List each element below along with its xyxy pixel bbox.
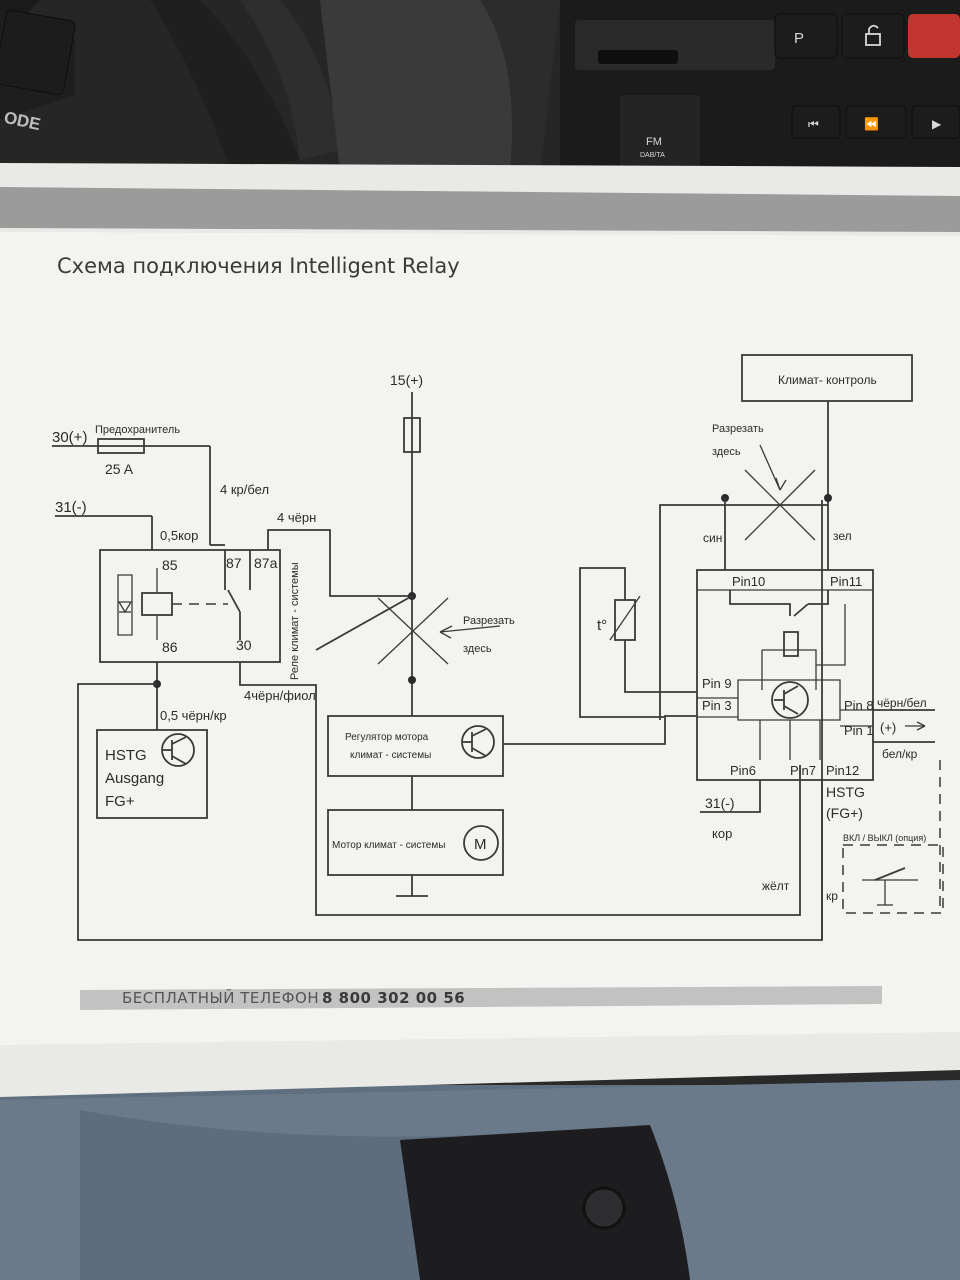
label-05-chern-kr: 0,5 чёрн/кр [160, 708, 227, 723]
play-icon: ▶ [932, 117, 942, 131]
label-chern-bel: чёрн/бел [877, 696, 927, 710]
label-pin-86: 86 [162, 639, 178, 655]
label-sin: син [703, 531, 722, 545]
label-cut-center-2: здесь [463, 643, 492, 655]
wire-sensor-b [624, 640, 697, 693]
label-hstg-right-1: HSTG [826, 784, 865, 800]
label-plus-out: (+) [880, 720, 896, 735]
label-pin1: Pin 1 [844, 723, 874, 738]
fuse-15 [403, 417, 421, 453]
label-pin9: Pin 9 [702, 676, 732, 691]
lap-background [0, 1080, 960, 1280]
climate-relay-box [99, 549, 281, 663]
label-zel: зел [833, 529, 852, 543]
climate-control-box [741, 354, 913, 402]
motor-regulator-box [327, 715, 504, 777]
label-kr: кр [826, 889, 838, 903]
fuse-symbol [97, 438, 145, 454]
label-fuse: Предохранитель [95, 424, 180, 436]
wire-sensor-a [579, 567, 665, 718]
label-15: 15(+) [390, 372, 423, 388]
module-transistor-icon [771, 681, 809, 719]
label-motor-symbol: M [474, 836, 487, 853]
hstg-left-box [96, 729, 208, 819]
label-relay: Реле климат - системы [289, 562, 301, 680]
prev-track-icon: ⏮ [808, 117, 819, 131]
label-hstg-left-2: Ausgang [105, 770, 164, 787]
park-assist-button[interactable] [774, 13, 838, 59]
intelligent-relay-module [696, 569, 874, 781]
label-regulator-2: климат - системы [350, 750, 431, 761]
label-pin-30: 30 [236, 637, 252, 653]
pocket-button [582, 1186, 626, 1230]
label-pin-87a: 87a [254, 555, 278, 571]
wire-4-chern-fiol [239, 662, 801, 916]
climate-motor-box [327, 809, 504, 876]
switch-contact [874, 867, 906, 881]
prev-track-button[interactable] [791, 105, 841, 139]
label-motor: Мотор климат - системы [332, 840, 445, 851]
diagram-labels: 30(+) Предохранитель 25 A 31(-) 4 кр/бел… [52, 372, 927, 903]
module-relay-contact [793, 603, 809, 617]
transistor-regulator-icon [461, 725, 495, 759]
footer-phone: 8 800 302 00 56 [322, 989, 465, 1007]
hazard-button[interactable] [908, 14, 960, 58]
wire-sin-bypass [659, 504, 828, 720]
footer-label: БЕСПЛАТНЫЙ ТЕЛЕФОН [122, 988, 319, 1007]
label-pin-85: 85 [162, 557, 178, 573]
label-kor: кор [712, 826, 732, 841]
label-cut-right-2: здесь [712, 446, 741, 458]
rewind-icon: ⏪ [864, 117, 879, 131]
lock-icon [865, 24, 881, 46]
label-4-chern-fiol: 4чёрн/фиол [244, 688, 316, 703]
relay-contact [227, 589, 241, 613]
label-hstg-left-1: HSTG [105, 747, 147, 764]
fm-sublabel: DAB/TA [640, 152, 665, 159]
label-climate-control: Климат- контроль [778, 373, 877, 387]
motor-icon [463, 825, 499, 861]
label-hstg-left-3: FG+ [105, 793, 135, 810]
label-bel-kr: бел/кр [882, 747, 918, 761]
label-fuse-rating: 25 A [105, 461, 134, 477]
label-31: 31(-) [55, 499, 87, 516]
wire-31-right [700, 780, 761, 813]
fm-label: FM [646, 136, 662, 148]
wiring-diagram [52, 354, 944, 941]
paper-sheet [0, 163, 960, 1097]
label-pin10: Pin10 [732, 574, 765, 589]
rewind-button[interactable] [845, 105, 907, 139]
label-pin6: Pin6 [730, 763, 756, 778]
label-cut-right-1: Разрезать [712, 423, 764, 435]
label-temp-sensor: t° [597, 617, 607, 634]
play-button[interactable] [911, 105, 960, 139]
module-relay-coil [783, 631, 799, 657]
label-05-kor: 0,5кор [160, 528, 198, 543]
label-pin-87: 87 [226, 555, 242, 571]
label-pin3: Pin 3 [702, 698, 732, 713]
label-pin8: Pin 8 [844, 698, 874, 713]
document-title: Схема подключения Intelligent Relay [57, 254, 460, 278]
transistor-left-icon [161, 733, 195, 767]
label-30: 30(+) [52, 429, 87, 446]
label-pin12: Pin12 [826, 763, 859, 778]
label-cut-center-1: Разрезать [463, 615, 515, 627]
label-pin7: Pin7 [790, 763, 816, 778]
label-regulator-1: Регулятор мотора [345, 732, 429, 743]
label-hstg-right-2: (FG+) [826, 805, 863, 821]
diode-icon [117, 601, 133, 614]
lock-button[interactable] [841, 13, 905, 59]
label-31-right: 31(-) [705, 795, 735, 811]
label-pin11: Pin11 [830, 574, 862, 589]
mode-button[interactable] [0, 9, 76, 96]
wire-4-chern [267, 529, 412, 597]
park-assist-label: P [794, 30, 804, 47]
label-4-kr-bel: 4 кр/бел [220, 482, 269, 497]
label-zhelt: жёлт [762, 879, 790, 893]
label-4-chern: 4 чёрн [277, 510, 316, 525]
cut-arrow-center [439, 625, 501, 633]
wire-regulator-pin3 [503, 715, 696, 745]
label-switch: ВКЛ / ВЫКЛ (опция) [843, 833, 926, 843]
